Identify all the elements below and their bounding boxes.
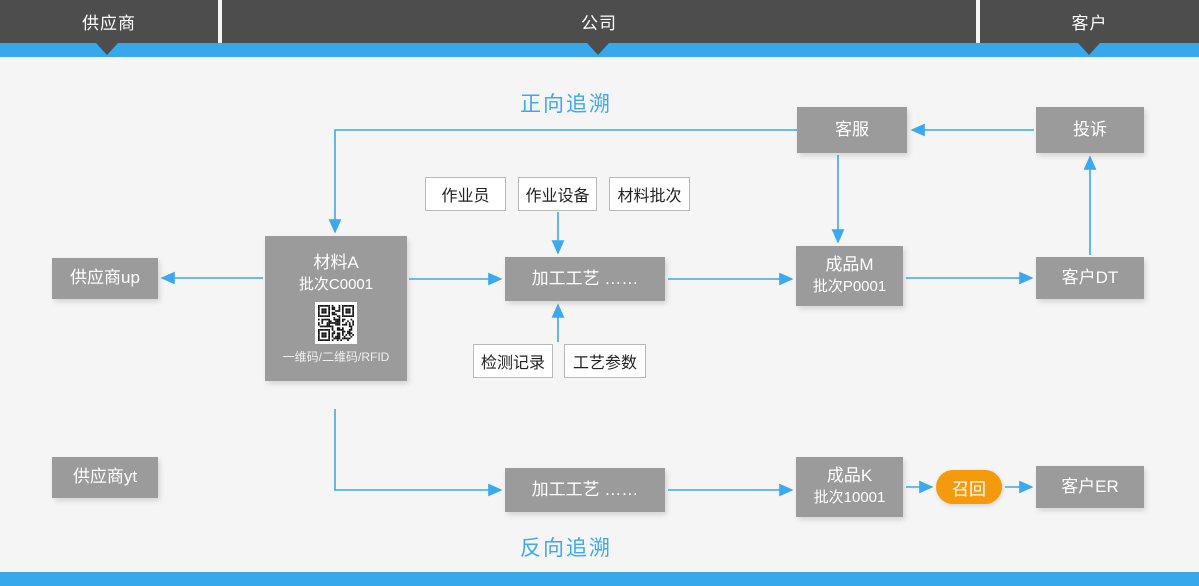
process-top-node-title: 加工工艺 …… <box>531 268 639 288</box>
header-notch-company <box>587 43 609 55</box>
header-bar: 供应商 公司 客户 <box>0 0 1199 43</box>
material-a-node[interactable]: 材料A 批次C0001 一维码/二维码/RFID <box>265 236 407 381</box>
header-segment-customer-label: 客户 <box>1071 14 1108 33</box>
product-k-node-title: 成品K <box>826 466 873 486</box>
tag-equipment[interactable]: 作业设备 <box>518 177 597 211</box>
header-segment-company: 公司 <box>222 0 976 43</box>
customer-er-node[interactable]: 客户ER <box>1036 466 1144 508</box>
supplier-yt-node[interactable]: 供应商yt <box>52 457 158 498</box>
header-segment-company-label: 公司 <box>581 14 617 33</box>
product-m-node-batch: 批次P0001 <box>812 278 887 296</box>
footer-accent-band <box>0 572 1199 586</box>
product-m-node-title: 成品M <box>825 255 874 275</box>
header-segment-supplier-label: 供应商 <box>82 14 136 33</box>
material-a-node-title: 材料A <box>313 252 359 272</box>
recall-badge-label: 召回 <box>952 479 986 499</box>
tag-parameters-label: 工艺参数 <box>572 355 637 372</box>
header-segment-customer: 客户 <box>980 0 1199 43</box>
material-a-node-code-note: 一维码/二维码/RFID <box>282 349 390 364</box>
material-a-qr-code-icon <box>315 301 357 344</box>
process-bottom-node-title: 加工工艺 …… <box>531 479 639 499</box>
customer-dt-node-title: 客户DT <box>1061 267 1119 287</box>
supplier-up-node[interactable]: 供应商up <box>52 258 158 299</box>
wire-material-to-process-bottom <box>334 409 503 497</box>
product-k-node[interactable]: 成品K 批次10001 <box>796 457 903 517</box>
customer-er-node-title: 客户ER <box>1061 476 1119 496</box>
process-top-node[interactable]: 加工工艺 …… <box>505 257 665 301</box>
header-segment-supplier: 供应商 <box>0 0 218 43</box>
tag-parameters[interactable]: 工艺参数 <box>564 344 646 378</box>
tag-operator-label: 作业员 <box>441 188 490 205</box>
tag-inspection-label: 检测记录 <box>480 355 545 372</box>
product-m-node[interactable]: 成品M 批次P0001 <box>796 246 903 306</box>
complaint-node-title: 投诉 <box>1073 119 1107 139</box>
tag-material-lot[interactable]: 材料批次 <box>609 177 690 211</box>
supplier-up-node-title: 供应商up <box>70 268 140 288</box>
tag-operator[interactable]: 作业员 <box>425 177 506 211</box>
forward-trace-title: 正向追溯 <box>520 93 612 116</box>
header-notch-supplier <box>96 43 118 55</box>
header-notch-customer <box>1078 43 1100 55</box>
customer-dt-node[interactable]: 客户DT <box>1036 257 1144 299</box>
customer-service-node[interactable]: 客服 <box>797 107 907 153</box>
recall-badge[interactable]: 召回 <box>936 470 1002 504</box>
process-bottom-node[interactable]: 加工工艺 …… <box>505 468 665 512</box>
complaint-node[interactable]: 投诉 <box>1036 107 1144 153</box>
tag-inspection[interactable]: 检测记录 <box>473 344 553 378</box>
tag-material-lot-label: 材料批次 <box>617 188 682 205</box>
supplier-yt-node-title: 供应商yt <box>72 467 138 487</box>
customer-service-node-title: 客服 <box>835 119 869 139</box>
product-k-node-batch: 批次10001 <box>813 489 886 507</box>
tag-equipment-label: 作业设备 <box>525 188 590 205</box>
material-a-node-batch: 批次C0001 <box>298 275 374 293</box>
reverse-trace-title: 反向追溯 <box>520 537 612 560</box>
